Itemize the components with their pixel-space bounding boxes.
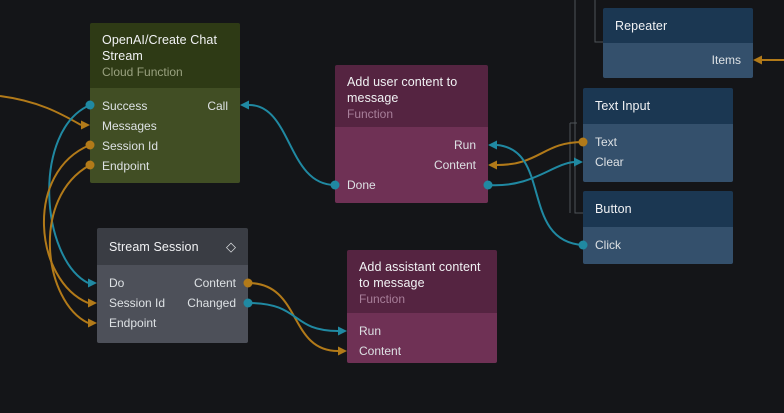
node-body: Success Call Messages Session Id Endpoin… [90, 88, 240, 183]
node-body: Run Content Done [335, 127, 488, 203]
port-row: Click [583, 235, 733, 255]
port-row: Text [583, 132, 733, 152]
arrow-connector-do[interactable] [88, 278, 97, 288]
node-openai-create-chat-stream[interactable]: OpenAI/Create Chat Stream Cloud Function… [90, 23, 240, 183]
wire-endpoint-to-endpoint[interactable] [48, 164, 91, 324]
node-body: Do Content Session Id Changed Endpoint [97, 265, 248, 343]
node-title: Stream Session [109, 239, 199, 254]
port-row: Do Content [97, 273, 248, 293]
wire-done-to-clear[interactable] [487, 161, 575, 187]
arrow-connector-content-assistant[interactable] [338, 346, 347, 356]
port-row: Run [347, 321, 497, 341]
port-run-in[interactable]: Run [359, 324, 382, 338]
port-row: Endpoint [97, 313, 248, 333]
wire-success-to-do[interactable] [48, 104, 91, 284]
node-title: Button [595, 202, 632, 216]
wire-changed-to-run[interactable] [247, 302, 339, 332]
wire-to-messages[interactable] [0, 95, 82, 126]
port-items[interactable]: Items [711, 53, 741, 67]
node-header[interactable]: Add assistant content to message Functio… [347, 250, 497, 313]
arrow-connector-call[interactable] [240, 100, 249, 110]
port-row: Content [335, 155, 488, 175]
port-endpoint[interactable]: Endpoint [102, 159, 150, 173]
node-header[interactable]: Stream Session ◇ [97, 228, 248, 265]
port-clear[interactable]: Clear [595, 155, 624, 169]
port-row: Done [335, 175, 488, 195]
node-add-assistant-content-to-message[interactable]: Add assistant content to message Functio… [347, 250, 497, 363]
diamond-icon: ◇ [226, 239, 236, 254]
node-header[interactable]: Text Input [583, 88, 733, 124]
port-session-id-in[interactable]: Session Id [109, 296, 166, 310]
node-subtitle: Function [359, 292, 406, 306]
port-endpoint-in[interactable]: Endpoint [109, 316, 157, 330]
port-done[interactable]: Done [347, 178, 376, 192]
node-body: Run Content [347, 313, 497, 363]
node-subtitle: Cloud Function [102, 65, 183, 79]
node-header[interactable]: Add user content to message Function [335, 65, 488, 127]
wire-sessionid-to-sessionid[interactable] [43, 144, 91, 304]
node-header[interactable]: OpenAI/Create Chat Stream Cloud Function [90, 23, 240, 88]
port-text[interactable]: Text [595, 135, 618, 149]
arrow-connector-items[interactable] [753, 55, 762, 65]
node-body: Click [583, 227, 733, 264]
node-text-input[interactable]: Text Input Text Clear [583, 88, 733, 182]
port-success[interactable]: Success [102, 99, 148, 113]
wire-click-to-run[interactable] [496, 144, 584, 246]
port-content-in[interactable]: Content [359, 344, 402, 358]
port-content-out[interactable]: Content [193, 276, 236, 290]
node-subtitle: Function [347, 107, 394, 121]
port-changed[interactable]: Changed [187, 296, 236, 310]
node-header[interactable]: Button [583, 191, 733, 227]
port-row: Items [603, 50, 753, 70]
port-row: Session Id [90, 136, 240, 156]
port-row: Endpoint [90, 156, 240, 176]
node-header[interactable]: Repeater [603, 8, 753, 43]
port-row: Content [347, 341, 497, 361]
node-body: Text Clear [583, 124, 733, 182]
wire-text-to-content[interactable] [496, 141, 584, 166]
node-title: Repeater [615, 18, 668, 33]
arrow-connector-content[interactable] [488, 160, 497, 170]
hierarchy-line-button [574, 0, 583, 214]
port-do[interactable]: Do [109, 276, 125, 290]
node-button[interactable]: Button Click [583, 191, 733, 264]
port-content[interactable]: Content [433, 158, 476, 172]
wire-done-to-call[interactable] [248, 104, 336, 186]
port-row: Messages [90, 116, 240, 136]
port-row: Success Call [90, 96, 240, 116]
port-row: Clear [583, 152, 733, 172]
node-add-user-content-to-message[interactable]: Add user content to message Function Run… [335, 65, 488, 203]
port-call[interactable]: Call [207, 99, 228, 113]
node-title: OpenAI/Create Chat Stream [102, 33, 218, 63]
node-body: Items [603, 43, 753, 78]
arrow-connector-clear[interactable] [574, 157, 583, 167]
node-title: Add user content to message [347, 75, 458, 105]
arrow-connector-run-assistant[interactable] [338, 326, 347, 336]
port-run[interactable]: Run [453, 138, 476, 152]
port-row: Run [335, 135, 488, 155]
arrow-connector-session-id[interactable] [88, 298, 97, 308]
arrow-connector-endpoint[interactable] [88, 318, 97, 328]
hierarchy-line-text-input [569, 122, 577, 213]
port-messages[interactable]: Messages [102, 119, 157, 133]
port-click[interactable]: Click [595, 238, 621, 252]
port-session-id[interactable]: Session Id [102, 139, 159, 153]
hierarchy-line-repeater [594, 0, 603, 43]
node-repeater[interactable]: Repeater Items [603, 8, 753, 78]
arrow-connector-run[interactable] [488, 140, 497, 150]
node-title: Text Input [595, 99, 651, 113]
node-stream-session[interactable]: Stream Session ◇ Do Content Session Id C… [97, 228, 248, 343]
node-title: Add assistant content to message [359, 260, 481, 290]
arrow-connector-messages[interactable] [81, 120, 90, 130]
wire-content-to-content[interactable] [247, 282, 339, 352]
port-row: Session Id Changed [97, 293, 248, 313]
